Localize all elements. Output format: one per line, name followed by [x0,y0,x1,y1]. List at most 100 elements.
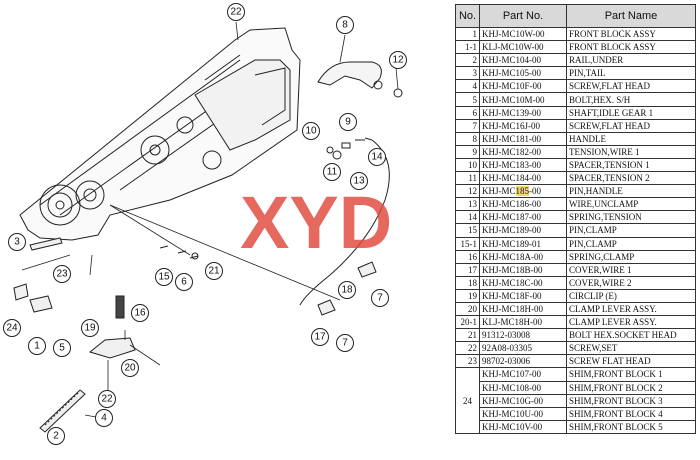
cell-part-no: KHJ-MC10F-00 [479,79,567,94]
callout-bubble [323,163,341,181]
cell-part-name: SPRING,CLAMP [566,249,696,264]
cell-part-no: KHJ-MC108-00 [479,380,567,395]
cell-part-no: 92A08-03305 [479,341,567,356]
cell-part-no: KHJ-MC139-00 [479,105,567,120]
callout-number: 15 [158,272,170,283]
callout-number: 16 [134,308,146,319]
cell-part-name: SCREW FLAT HEAD [566,354,696,369]
callout-bubble [81,319,99,337]
callout-number: 4 [101,413,107,424]
cell-part-no: KHJ-MC10M-00 [479,92,567,107]
part-no-highlight: 185 [515,186,530,197]
part-no-prefix: KHJ-MC [482,186,516,197]
callout-number: 13 [353,176,365,187]
cell-part-name: SPACER,TENSION 2 [566,171,696,186]
cell-part-name: FRONT BLOCK ASSY [566,40,696,55]
header-no: No. [455,4,480,28]
cell-part-no: KHJ-MC182-00 [479,144,567,159]
cell-part-name: HANDLE [566,131,696,146]
rail-under-part [39,389,86,433]
cell-no: 15-1 [455,236,480,251]
cell-no: 7 [455,118,480,133]
callout-number: 7 [342,338,348,349]
cell-no: 3 [455,66,480,81]
callout-number: 22 [230,7,242,18]
cell-no: 20-1 [455,315,480,330]
callout-bubble [53,339,71,357]
cell-no: 16 [455,249,480,264]
callout-bubble [368,148,386,166]
cell-part-name: PIN,CLAMP [566,223,696,238]
cell-part-name: SHIM,FRONT BLOCK 1 [566,367,696,382]
handle-part [317,61,382,89]
cell-no: 22 [455,341,480,356]
cell-part-no: KHJ-MC189-00 [479,223,567,238]
cell-part-name: SHIM,FRONT BLOCK 4 [566,406,696,421]
clamp-spring-part [115,295,125,319]
callout-bubble [205,262,223,280]
cell-no: 19 [455,288,480,303]
cell-part-no: KHJ-MC10G-00 [479,393,567,408]
callout-number: 3 [14,237,20,248]
callout-number: 17 [314,332,326,343]
callout-bubble [28,337,46,355]
cell-no: 17 [455,262,480,277]
cell-part-name: BOLT,HEX. S/H [566,92,696,107]
cell-no: 20 [455,301,480,317]
cell-part-no: 91312-03008 [479,328,567,343]
cell-part-no: KHJ-MC18C-00 [479,275,567,290]
cell-no: 21 [455,328,480,343]
cell-part-no: KHJ-MC183-00 [479,157,567,173]
cell-part-no: KHJ-MC185-00 [479,184,567,199]
cell-part-name: SHIM,FRONT BLOCK 5 [566,419,696,434]
cell-no: 8 [455,131,480,146]
cell-part-name: PIN,TAIL [566,66,696,81]
callout-number: 14 [371,152,383,163]
cell-part-no: 98702-03006 [479,354,567,369]
cell-no: 2 [455,53,480,68]
cell-no: 9 [455,144,480,159]
callout-number: 19 [84,323,96,334]
callout-bubble [389,51,407,69]
clamp-lever-part [88,337,136,359]
cell-part-name: COVER,WIRE 2 [566,275,696,290]
cell-part-no: KHJ-MC16J-00 [479,118,567,133]
callout-bubble [175,273,193,291]
cell-part-name: SCREW,FLAT HEAD [566,79,696,94]
callout-number: 5 [59,343,65,354]
cell-part-name: SCREW,FLAT HEAD [566,118,696,133]
callout-number: 21 [208,266,220,277]
cell-no: 24 [455,367,480,434]
unclamp-wire [299,139,390,306]
cell-no: 5 [455,92,480,107]
cell-part-no: KHJ-MC18A-00 [479,249,567,264]
callout-bubble [47,427,65,445]
callout-number: 24 [6,323,18,334]
callout-bubble [338,281,356,299]
callout-number: 7 [377,293,383,304]
callout-number: 12 [392,55,404,66]
callout-bubble [121,359,139,377]
cell-part-no: KHJ-MC107-00 [479,367,567,382]
cell-part-name: SPRING,TENSION [566,210,696,225]
